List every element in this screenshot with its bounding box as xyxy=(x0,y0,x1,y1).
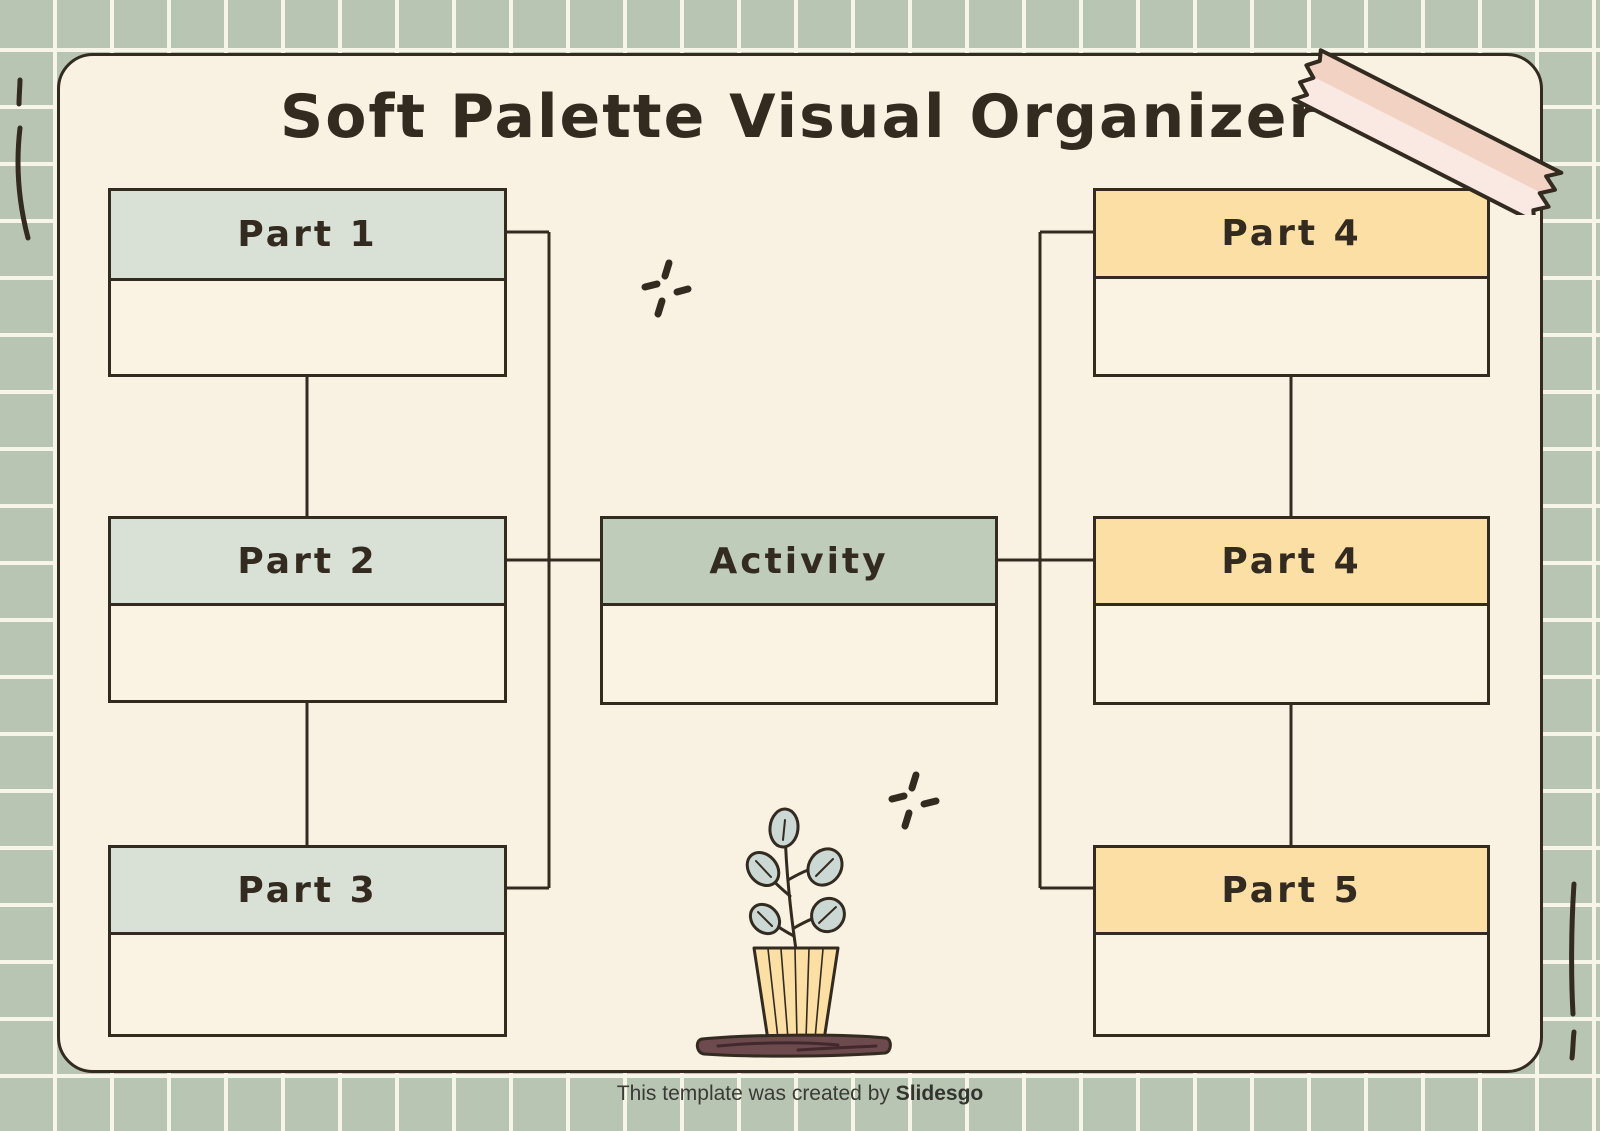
page-title: Soft Palette Visual Organizer xyxy=(279,82,1320,152)
box-part-5-header: Part 5 xyxy=(1096,848,1487,935)
box-activity-header: Activity xyxy=(603,519,995,606)
box-part-5[interactable]: Part 5 xyxy=(1093,845,1490,1037)
footer-credit: This template was created by Slidesgo xyxy=(0,1082,1600,1106)
hand-drawn-dash-icon xyxy=(15,77,31,241)
hand-drawn-dash-icon xyxy=(1569,881,1577,1061)
box-part-2-label: Part 2 xyxy=(237,540,378,582)
box-part-4-mid-header: Part 4 xyxy=(1096,519,1487,606)
box-part-3[interactable]: Part 3 xyxy=(108,845,507,1037)
sparkle-icon xyxy=(641,259,692,318)
potted-plant-icon xyxy=(695,807,892,1058)
sparkle-icon xyxy=(888,771,940,830)
box-part-2[interactable]: Part 2 xyxy=(108,516,507,703)
box-part-3-label: Part 3 xyxy=(237,869,378,911)
box-activity[interactable]: Activity xyxy=(600,516,998,705)
box-part-2-header: Part 2 xyxy=(111,519,504,606)
box-activity-label: Activity xyxy=(709,540,889,582)
slidesgo-brand: Slidesgo xyxy=(895,1082,984,1105)
footer-credit-text: This template was created by xyxy=(616,1082,896,1105)
box-part-3-header: Part 3 xyxy=(111,848,504,935)
box-part-5-label: Part 5 xyxy=(1221,869,1362,911)
box-part-4-top-label: Part 4 xyxy=(1221,213,1362,254)
washi-tape-icon xyxy=(1291,47,1565,215)
box-part-1-header: Part 1 xyxy=(111,191,504,281)
box-part-4-mid-label: Part 4 xyxy=(1221,540,1362,582)
box-part-4-mid[interactable]: Part 4 xyxy=(1093,516,1490,705)
box-part-4-top-header: Part 4 xyxy=(1096,191,1487,279)
box-part-4-top[interactable]: Part 4 xyxy=(1093,188,1490,377)
box-part-1[interactable]: Part 1 xyxy=(108,188,507,377)
box-part-1-label: Part 1 xyxy=(237,214,378,255)
